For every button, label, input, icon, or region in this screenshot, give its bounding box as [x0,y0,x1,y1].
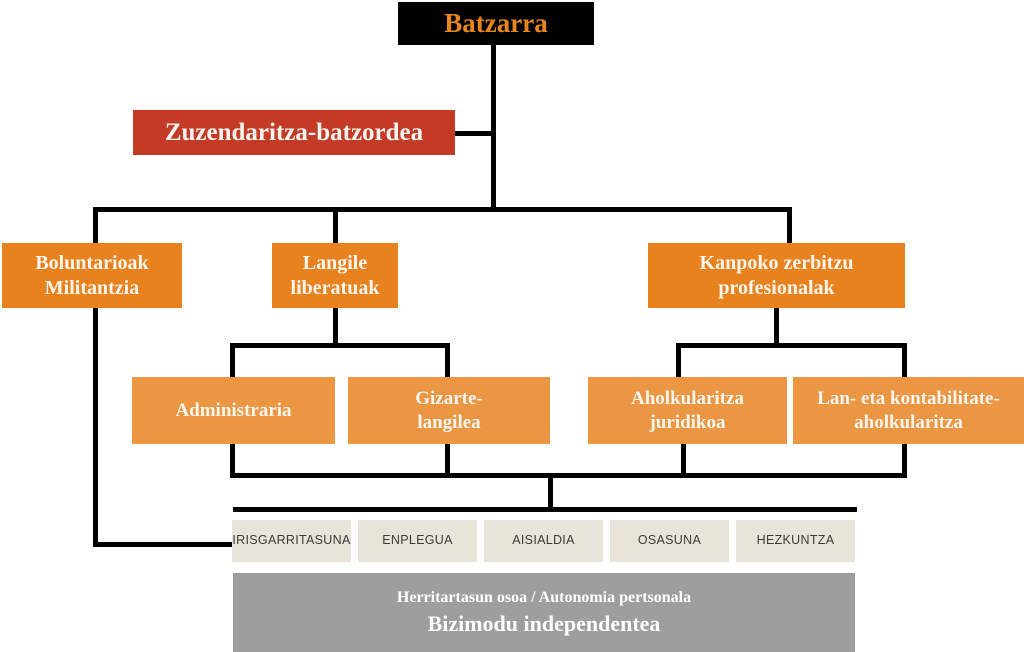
node-boluntarioak-line1: Boluntarioak [35,251,149,274]
connector-kanpoko-bus [676,343,907,348]
node-langile-line2: liberatuak [290,276,380,299]
connector-aholkularitza-bottom [681,444,686,475]
area-irisgarritasuna: IRISGARRITASUNA [232,520,351,562]
area-hezkuntza-label: HEZKUNTZA [756,533,835,548]
connector-mid-drop [548,473,553,511]
node-langile-line1: Langile [302,251,368,274]
footer-line1: Herritartasun osoa / Autonomia pertsonal… [396,588,692,606]
node-gizarte-line2: langilea [417,411,481,433]
connector-boluntarioak-long [93,308,98,547]
node-administraria: Administraria [132,377,335,444]
connector-administraria-bottom [230,444,235,475]
area-enplegua-label: ENPLEGUA [382,533,453,548]
area-hezkuntza: HEZKUNTZA [736,520,855,562]
node-aholkularitza-juridikoa: Aholkularitza juridikoa [588,377,787,444]
connector-langile-down [333,308,338,345]
connector-top-bus [93,207,792,212]
area-enplegua: ENPLEGUA [358,520,477,562]
connector-administraria-top [230,343,235,377]
area-aisialdia-label: AISIALDIA [512,533,575,548]
node-lan-line2: aholkularitza [854,411,963,433]
connector-lan-bottom [902,444,907,478]
connector-gizarte-top [445,343,450,377]
connector-boluntarioak-to-areas [93,542,232,547]
connector-gizarte-bottom [445,444,450,475]
connector-langile-top [333,207,338,243]
node-kanpoko-line1: Kanpoko zerbitzu [699,251,854,274]
node-boluntarioak-militantzia: Boluntarioak Militantzia [2,243,182,308]
connector-zuzendaritza-branch [455,131,496,136]
connector-aholkularitza-top [676,343,681,377]
node-lan-kontabilitate: Lan- eta kontabilitate- aholkularitza [793,377,1024,444]
connector-kanpoko-top [787,207,792,243]
connector-mid-bus [230,473,907,478]
node-batzarra-label: Batzarra [444,7,548,38]
node-zuzendaritza-batzordea: Zuzendaritza-batzordea [133,110,455,155]
node-aholkularitza-line2: juridikoa [649,411,726,433]
connector-boluntarioak-top [93,207,98,243]
connector-langile-bus [230,343,450,348]
node-kanpoko-line2: profesionalak [718,276,835,299]
node-lan-line1: Lan- eta kontabilitate- [817,387,1000,409]
node-gizarte-line1: Gizarte- [415,387,483,409]
connector-kanpoko-down [774,308,779,345]
node-gizarte-langilea: Gizarte- langilea [348,377,550,444]
area-osasuna-label: OSASUNA [637,533,702,548]
area-irisgarritasuna-label: IRISGARRITASUNA [232,533,351,548]
connector-root-down [491,45,496,212]
node-kanpoko-zerbitzu: Kanpoko zerbitzu profesionalak [648,243,905,308]
node-boluntarioak-line2: Militantzia [44,276,140,299]
node-langile-liberatuak: Langile liberatuak [272,243,398,308]
footer-line2: Bizimodu independentea [427,610,661,636]
node-aholkularitza-line1: Aholkularitza [631,387,744,409]
area-osasuna: OSASUNA [610,520,729,562]
node-administraria-label: Administraria [175,399,292,421]
node-batzarra: Batzarra [398,2,594,45]
area-aisialdia: AISIALDIA [484,520,603,562]
footer-banner: Herritartasun osoa / Autonomia pertsonal… [233,573,855,652]
connector-areas-bus [233,507,857,512]
connector-lan-top [902,343,907,377]
node-zuzendaritza-label: Zuzendaritza-batzordea [164,118,424,146]
